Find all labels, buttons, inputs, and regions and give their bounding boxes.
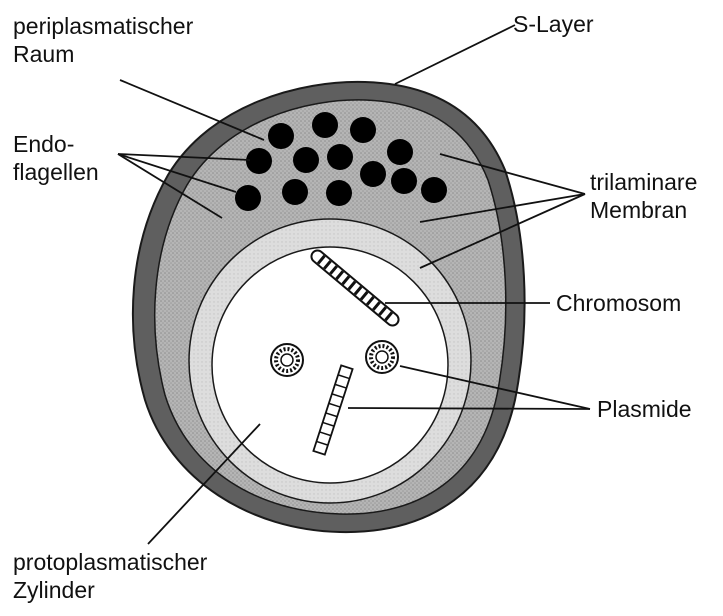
endoflagellum [326, 180, 352, 206]
label-trilaminar-line1: trilaminare [590, 168, 697, 196]
label-s-layer-text: S-Layer [513, 10, 594, 38]
leader-s-layer [395, 25, 515, 84]
endoflagellum [421, 177, 447, 203]
label-protoplasmic-cylinder: protoplasmatischer Zylinder [13, 548, 207, 604]
endoflagellum [350, 117, 376, 143]
plasmid-ring [366, 341, 398, 373]
label-endoflagella: Endo- flagellen [13, 130, 99, 186]
endoflagellum [268, 123, 294, 149]
label-periplasmic-line1: periplasmatischer [13, 12, 193, 40]
protoplasmic-cylinder [212, 247, 448, 483]
endoflagellum [293, 147, 319, 173]
label-plasmids-text: Plasmide [597, 395, 692, 423]
endoflagellum [360, 161, 386, 187]
endoflagellum [327, 144, 353, 170]
label-chromosome: Chromosom [556, 289, 681, 317]
endoflagellum [387, 139, 413, 165]
label-periplasmic-line2: Raum [13, 40, 193, 68]
label-endoflagella-line1: Endo- [13, 130, 99, 158]
label-periplasmic-space: periplasmatischer Raum [13, 12, 193, 68]
label-protoplasmic-line2: Zylinder [13, 576, 207, 604]
label-protoplasmic-line1: protoplasmatischer [13, 548, 207, 576]
label-s-layer: S-Layer [513, 10, 594, 38]
endoflagellum [391, 168, 417, 194]
endoflagellum [312, 112, 338, 138]
label-chromosome-text: Chromosom [556, 289, 681, 317]
label-trilaminar-membrane: trilaminare Membran [590, 168, 697, 224]
label-trilaminar-line2: Membran [590, 196, 697, 224]
leader-plasmid-2 [348, 408, 590, 409]
endoflagellum [246, 148, 272, 174]
label-plasmids: Plasmide [597, 395, 692, 423]
plasmid-ring [271, 344, 303, 376]
endoflagellum [282, 179, 308, 205]
label-endoflagella-line2: flagellen [13, 158, 99, 186]
endoflagellum [235, 185, 261, 211]
